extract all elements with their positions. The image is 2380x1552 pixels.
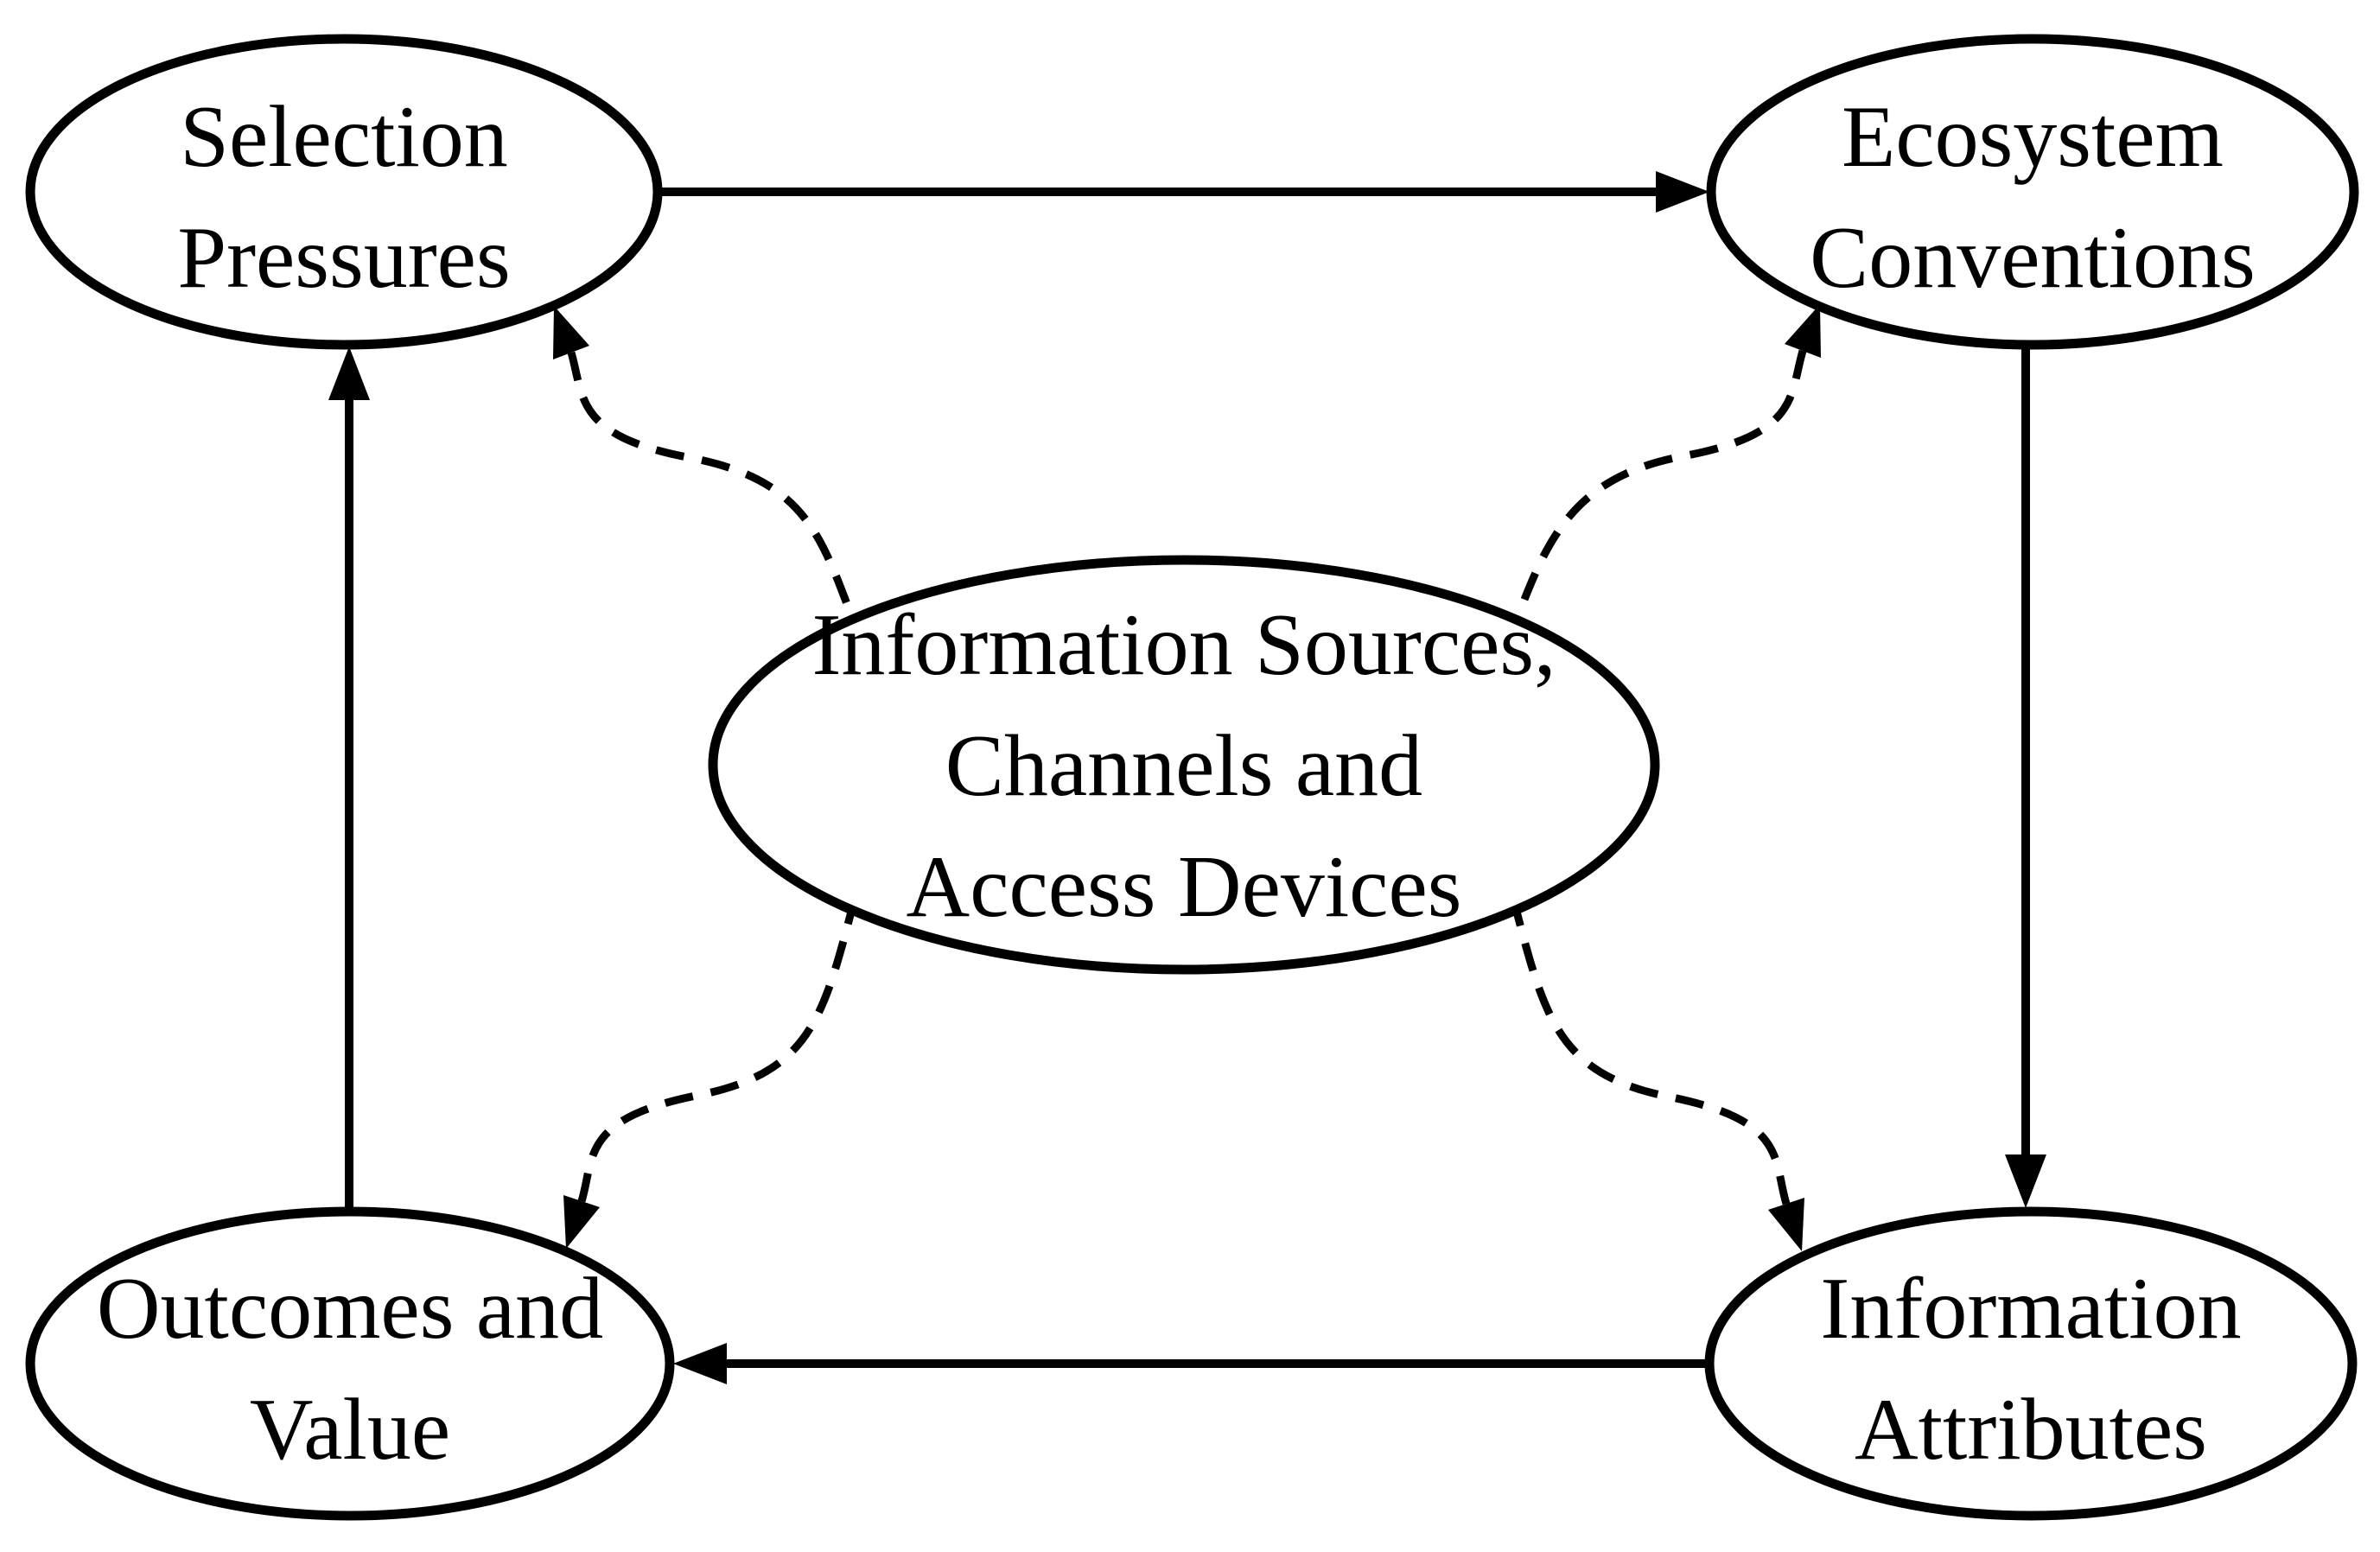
edge-ecosystem-to-attributes	[2005, 345, 2046, 1208]
node-ecosystem-conventions: Ecosystem Conventions	[1706, 34, 2359, 350]
node-information-sources: Information Sources, Channels and Access…	[708, 555, 1660, 975]
node-label-line: Information	[1820, 1260, 2241, 1358]
arrowhead-up-right-icon	[1785, 304, 1821, 358]
edge-sources-to-ecosystem	[1512, 304, 1821, 621]
edge-attributes-to-outcomes	[673, 1343, 1708, 1384]
node-label-line: Conventions	[1810, 209, 2256, 307]
arrowhead-down-icon	[2005, 1154, 2046, 1208]
arrowhead-down-right-icon	[1768, 1198, 1804, 1251]
arrowhead-down-left-icon	[563, 1195, 600, 1249]
edge-sources-to-selection	[553, 306, 856, 617]
node-label-line: Information Sources,	[811, 596, 1556, 694]
node-ellipse-outcomes-and-value	[25, 1206, 675, 1521]
node-label-line: Access Devices	[907, 838, 1462, 936]
node-information-attributes: Information Attributes	[1704, 1206, 2358, 1521]
edge-sources-to-outcomes	[563, 910, 856, 1249]
arrowhead-up-icon	[328, 347, 370, 400]
edge-selection-to-ecosystem	[659, 171, 1709, 213]
edge-sources-to-attributes	[1512, 910, 1804, 1251]
node-label-line: Channels and	[945, 717, 1422, 815]
node-selection-pressures: Selection Pressures	[25, 34, 663, 350]
edge-dashed-line	[567, 351, 856, 617]
node-ellipse-information-sources	[708, 555, 1660, 975]
edge-dashed-line	[1512, 349, 1807, 621]
node-label-line: Value	[250, 1381, 450, 1479]
node-label-line: Ecosystem	[1842, 88, 2224, 186]
arrowhead-up-left-icon	[553, 306, 589, 359]
node-ellipse-ecosystem-conventions	[1706, 34, 2359, 350]
node-ellipse-selection-pressures	[25, 34, 663, 350]
edge-dashed-line	[577, 910, 856, 1203]
arrowhead-left-icon	[673, 1343, 727, 1384]
node-outcomes-and-value: Outcomes and Value	[25, 1206, 675, 1521]
arrowhead-right-icon	[1656, 171, 1709, 213]
edge-dashed-line	[1512, 910, 1791, 1205]
node-label-line: Attributes	[1855, 1381, 2207, 1479]
edge-outcomes-to-selection	[328, 347, 370, 1212]
node-label-line: Selection	[180, 88, 508, 186]
node-label-line: Outcomes and	[97, 1260, 603, 1358]
node-ellipse-information-attributes	[1704, 1206, 2358, 1521]
node-label-line: Pressures	[177, 209, 510, 307]
